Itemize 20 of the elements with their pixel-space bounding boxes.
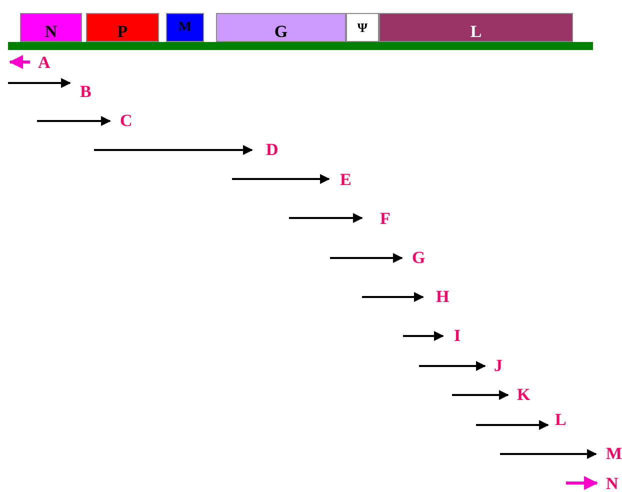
transcript-label: N	[606, 475, 618, 492]
transcript-label: I	[454, 327, 461, 344]
transcript-label: L	[555, 411, 566, 428]
transcript-label: E	[340, 171, 352, 188]
transcript-label: M	[606, 445, 622, 462]
gene-box: G	[216, 13, 346, 42]
gene-box: L	[379, 13, 573, 42]
transcript-label: D	[266, 141, 278, 158]
transcript-label: G	[412, 249, 426, 266]
transcript-label: H	[436, 288, 450, 305]
gene-box: N	[20, 13, 82, 42]
transcript-label: C	[120, 112, 132, 129]
transcript-label: J	[494, 357, 502, 374]
gene-box: P	[86, 13, 159, 42]
transcript-label: F	[380, 210, 390, 227]
transcript-label: B	[80, 83, 92, 100]
gene-box: M	[166, 13, 204, 42]
transcript-label: A	[38, 54, 50, 71]
transcript-label: K	[517, 386, 530, 403]
gene-box: Ψ	[346, 13, 379, 42]
